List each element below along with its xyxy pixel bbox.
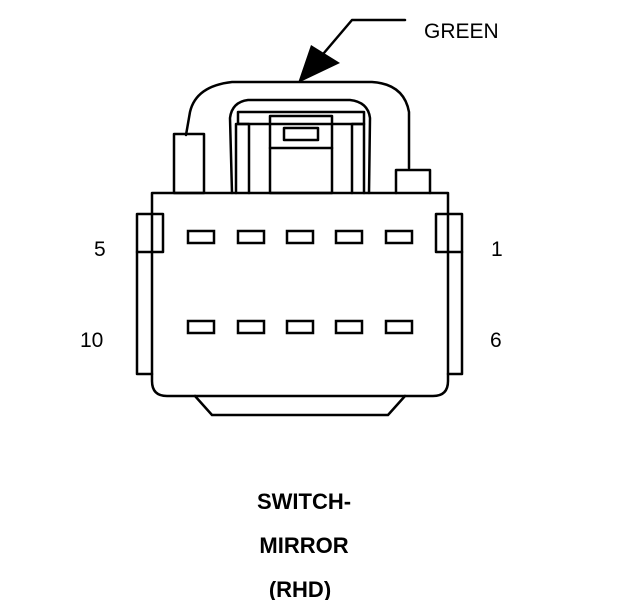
callout-label: GREEN (424, 20, 499, 43)
pin-cavity-1 (384, 229, 414, 245)
pin-row-top (186, 229, 414, 245)
pin-label-top-right: 1 (491, 238, 503, 261)
pin-cavity-3 (285, 229, 315, 245)
pin-label-top-left: 5 (94, 238, 106, 261)
pin-cavity-9 (236, 319, 266, 335)
pin-cavity-4 (236, 229, 266, 245)
connector-body (135, 191, 464, 417)
pin-cavity-6 (384, 319, 414, 335)
pin-cavity-8 (285, 319, 315, 335)
connector-latch (172, 80, 432, 195)
pin-cavity-5 (186, 229, 216, 245)
caption-line-3: (RHD) (269, 577, 331, 600)
caption-line-1: SWITCH- (257, 489, 351, 514)
pin-label-bottom-right: 6 (490, 329, 502, 352)
pin-row-bottom (186, 319, 414, 335)
pin-cavity-2 (334, 229, 364, 245)
pin-cavity-10 (186, 319, 216, 335)
pin-label-bottom-left: 10 (80, 329, 103, 352)
callout-leader (298, 18, 407, 83)
callout-arrow (298, 45, 340, 83)
pin-cavity-7 (334, 319, 364, 335)
caption-line-2: MIRROR (259, 533, 348, 558)
